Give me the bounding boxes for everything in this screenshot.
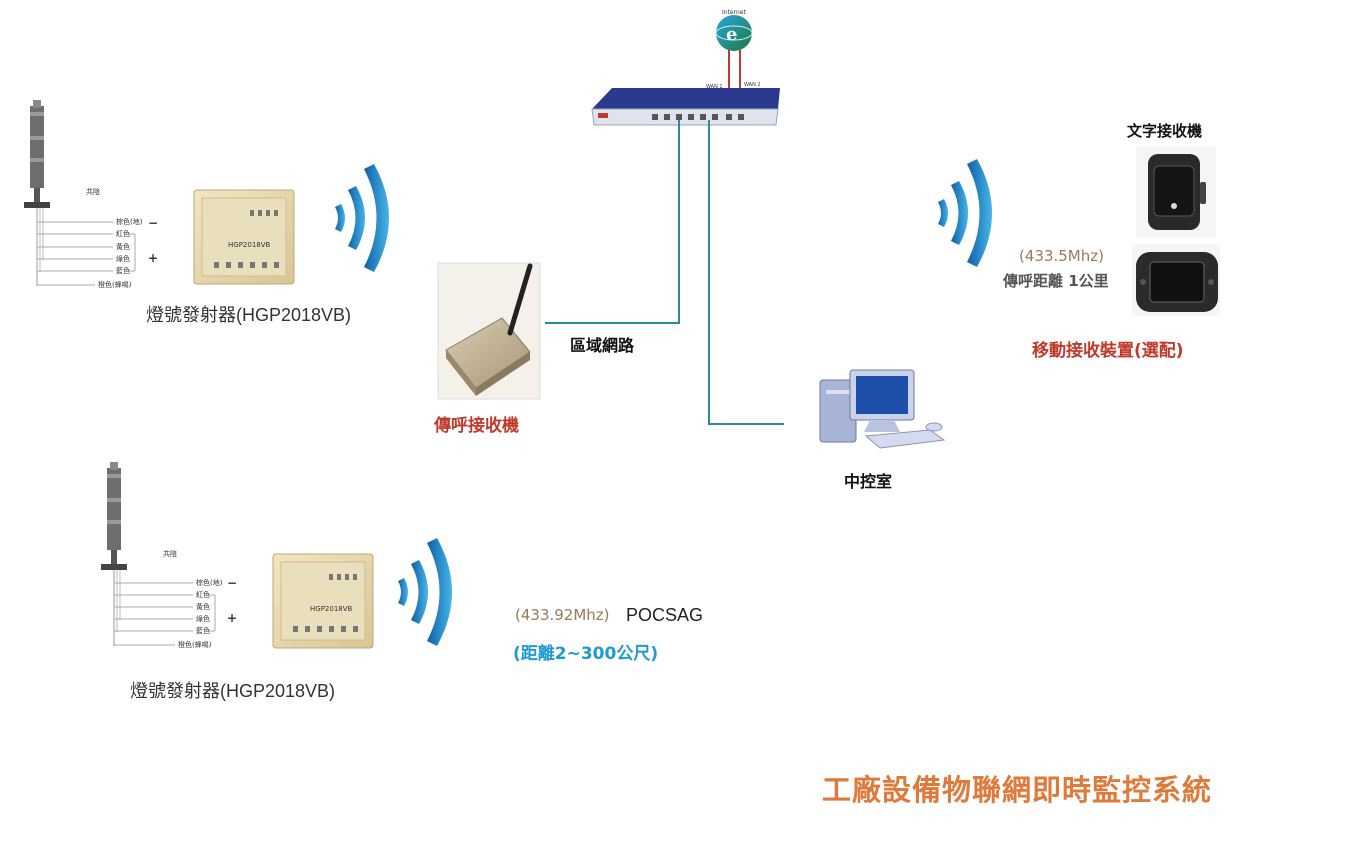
page-title: 工廠設備物聯網即時監控系統 (822, 773, 1213, 807)
wire-label-top: 綠色 (116, 254, 130, 263)
wire-label-bottom: 藍色 (196, 626, 210, 635)
signal-frequency: (433.92Mhz) (515, 606, 610, 624)
transmitter-caption-top: 燈號發射器(HGP2018VB) (146, 305, 352, 325)
control-room-label: 中控室 (844, 472, 893, 491)
mobile-device-label: 移動接收裝置(選配) (1032, 341, 1184, 361)
internet-globe-icon: e (715, 15, 753, 51)
text-receiver-label: 文字接收機 (1127, 122, 1203, 140)
transmitter-module-bottom (272, 553, 374, 649)
transmitter-caption-bottom: 燈號發射器(HGP2018VB) (130, 681, 336, 701)
wire-label-bottom: 綠色 (196, 614, 210, 623)
wire-label-top: 藍色 (116, 266, 130, 275)
wireless-wave-icon (938, 159, 992, 267)
wire-label-top: 黃色 (116, 242, 130, 251)
lan-cable (545, 120, 784, 425)
transmitter-module-top (193, 189, 295, 285)
mobile-frequency: (433.5Mhz) (1019, 247, 1104, 265)
module-label-bottom: HGP2018VB (310, 605, 353, 613)
pager-receiver-device (437, 262, 541, 400)
wire-label-bottom: 棕色(地) (196, 578, 223, 587)
minus-sign-bottom: − (227, 576, 237, 590)
signal-range: (距離2~300公尺) (513, 644, 659, 664)
smartwatch-icon (1136, 146, 1216, 238)
mobile-range: 傳呼距離 1公里 (1003, 272, 1109, 290)
internet-label: Internet (722, 9, 746, 16)
svg-text:e: e (726, 24, 737, 45)
wire-label-bottom: 黃色 (196, 602, 210, 611)
signal-protocol: POCSAG (626, 605, 704, 625)
plus-sign-bottom: + (227, 611, 237, 625)
wire-label-bottom: 紅色 (196, 590, 210, 599)
common-label-top: 共陰 (86, 187, 100, 196)
wireless-wave-icon (335, 164, 389, 272)
wire-label-top: 橙色(蜂鳴) (98, 280, 132, 289)
signal-tower-top (24, 100, 136, 286)
pager-receiver-label: 傳呼接收機 (434, 416, 519, 436)
signal-tower-bottom (101, 462, 216, 646)
wire-label-top: 紅色 (116, 229, 130, 238)
wan2-label: WAN 2 (744, 82, 761, 88)
computer-icon (819, 369, 946, 449)
wireless-wave-icon (398, 538, 452, 646)
common-label-bottom: 共陰 (163, 549, 177, 558)
router-device (591, 88, 780, 126)
wan1-label: WAN 1 (706, 84, 723, 90)
plus-sign-top: + (148, 251, 158, 265)
wire-label-top: 棕色(地) (116, 217, 143, 226)
minus-sign-top: − (148, 216, 158, 230)
wire-label-bottom: 橙色(蜂鳴) (178, 640, 212, 649)
module-label-top: HGP2018VB (228, 241, 271, 249)
lan-label: 區域網路 (570, 336, 635, 355)
pager-icon (1132, 244, 1220, 316)
